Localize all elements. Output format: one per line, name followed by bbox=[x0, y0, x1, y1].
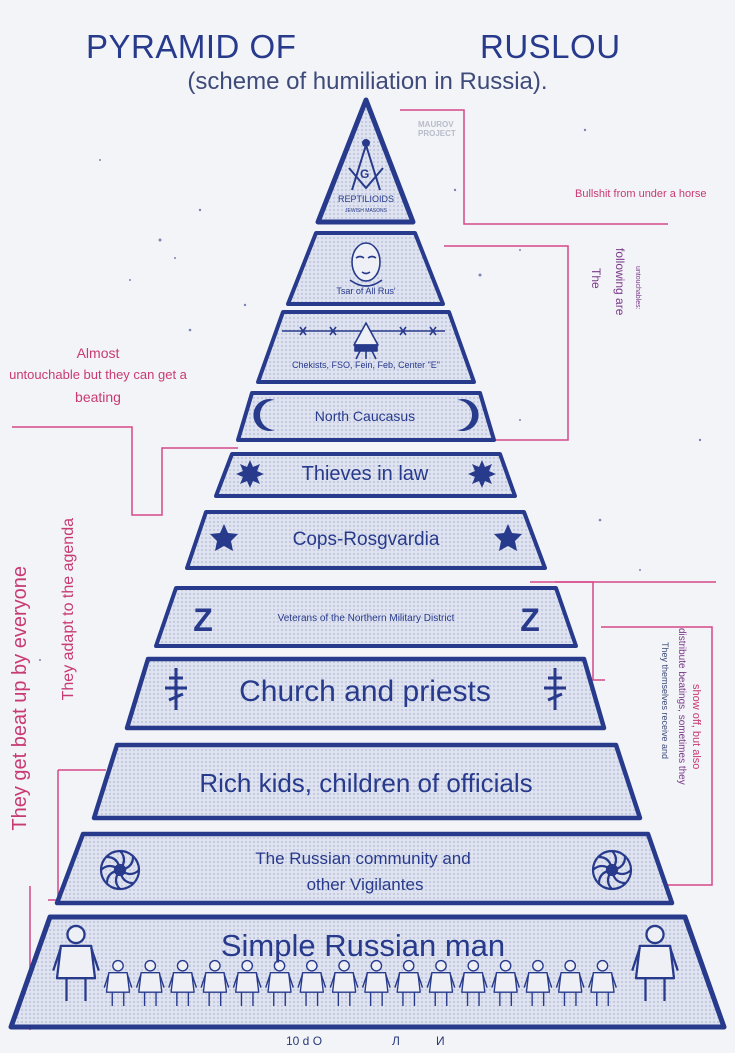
tier-community: The Russian community and other Vigilant… bbox=[54, 831, 675, 906]
peasant-figure-icon bbox=[631, 924, 679, 1001]
tier-cops: Cops-Rosgvardia bbox=[185, 510, 547, 570]
tier-simple-man: Simple Russian man bbox=[8, 914, 727, 1030]
police-star-icon bbox=[210, 524, 238, 551]
masonic-compass-icon: G bbox=[348, 139, 384, 191]
peasant-figure-icon bbox=[588, 959, 617, 1006]
tier-chekists: Chekists, FSO, Fein, Feb, Center "E" bbox=[256, 310, 476, 384]
peasant-figure-icon bbox=[394, 959, 424, 1006]
tier-north-caucasus: North Caucasus bbox=[236, 391, 496, 442]
peasant-figure-icon bbox=[52, 924, 100, 1001]
tier-label: Thieves in law bbox=[302, 463, 429, 485]
footer-item: Л bbox=[392, 1034, 400, 1048]
footer-item: 10 d O bbox=[286, 1034, 323, 1048]
tier-label: Tsar of All Rus' bbox=[336, 286, 396, 296]
poster-title: PYRAMID OF RUSLOU bbox=[0, 28, 735, 72]
peasant-figure-icon bbox=[523, 959, 553, 1006]
tier-reptiloids: G REPTILIOIDS JEWISH MASONS bbox=[315, 97, 416, 225]
peasant-figure-icon bbox=[232, 959, 262, 1006]
crescent-moon-icon bbox=[253, 399, 275, 431]
tier-label: Chekists, FSO, Fein, Feb, Center "E" bbox=[292, 360, 440, 370]
almost-line-2: untouchable but they can get a bbox=[9, 367, 187, 382]
tier-label: Church and priests bbox=[239, 675, 491, 708]
svg-text:G: G bbox=[360, 167, 369, 181]
tier-label: North Caucasus bbox=[315, 408, 415, 424]
tier-label: Veterans of the Northern Military Distri… bbox=[278, 613, 455, 624]
orthodox-cross-icon bbox=[544, 668, 566, 710]
annotation-adapt-agenda: They adapt to the agenda bbox=[60, 518, 77, 701]
annotation-receive: They themselves receive and bbox=[660, 642, 670, 760]
tier-label: REPTILIOIDS bbox=[338, 194, 394, 204]
tier-label: The Russian community and bbox=[255, 849, 470, 868]
peasant-figure-icon bbox=[200, 959, 230, 1006]
tier-label-line2: other Vigilantes bbox=[307, 875, 424, 894]
tier-sublabel: JEWISH MASONS bbox=[345, 208, 388, 214]
peasant-figure-icon bbox=[135, 959, 165, 1006]
almost-line-3: beating bbox=[75, 389, 121, 405]
z-letter-icon: Z bbox=[520, 602, 540, 638]
annotation-beat-up: They get beat up by everyone bbox=[9, 566, 31, 831]
watchtower-barbed-wire-icon bbox=[282, 322, 445, 360]
annotation-bullshit: Bullshit from under a horse bbox=[575, 188, 707, 200]
pyramid-tiers: G REPTILIOIDS JEWISH MASONS Tsar of All … bbox=[8, 97, 727, 1030]
tsar-portrait-icon bbox=[349, 242, 383, 287]
kolovrat-icon bbox=[99, 849, 141, 891]
peasant-figure-icon bbox=[103, 959, 133, 1006]
annotation-show-off: show off, but also bbox=[690, 684, 702, 770]
annotation-untouchable-the: The bbox=[589, 268, 603, 289]
tier-label: Rich kids, children of officials bbox=[199, 768, 532, 798]
peasant-figure-icon bbox=[555, 959, 585, 1006]
tier-church: Church and priests bbox=[124, 656, 607, 731]
peasant-figure-icon bbox=[265, 959, 294, 1006]
peasant-figure-icon bbox=[426, 959, 456, 1006]
title-left: PYRAMID OF bbox=[86, 28, 297, 65]
poster-subtitle: (scheme of humiliation in Russia). bbox=[187, 68, 548, 95]
tier-rich-kids: Rich kids, children of officials bbox=[91, 742, 643, 821]
annotation-distribute: distribute beatings, sometimes they bbox=[676, 628, 687, 785]
tier-thieves: Thieves in law bbox=[214, 452, 517, 498]
orthodox-cross-icon bbox=[165, 668, 187, 710]
watermark-line-2: PROJECT bbox=[418, 129, 456, 138]
tier-label: Cops-Rosgvardia bbox=[293, 529, 440, 550]
crescent-moon-icon bbox=[457, 399, 479, 431]
annotation-untouchable-following: following are bbox=[613, 248, 627, 316]
police-star-icon bbox=[494, 524, 522, 551]
title-right: RUSLOU bbox=[480, 28, 621, 65]
eight-pointed-star-icon bbox=[468, 460, 496, 488]
bracket-lines bbox=[12, 109, 716, 1030]
tier-veterans: Z Z Veterans of the Northern Military Di… bbox=[154, 586, 578, 648]
tier-tsar: Tsar of All Rus' bbox=[286, 231, 445, 306]
peasant-figure-icon bbox=[168, 959, 198, 1006]
watermark-line-1: MAUROV bbox=[418, 120, 454, 129]
kolovrat-icon bbox=[591, 849, 633, 891]
peasant-figure-icon bbox=[297, 959, 327, 1006]
peasant-crowd bbox=[52, 924, 679, 1006]
peasant-figure-icon bbox=[458, 959, 488, 1006]
annotation-almost-untouchable: Almost untouchable but they can get a be… bbox=[0, 342, 196, 408]
tier-label: Simple Russian man bbox=[221, 928, 505, 963]
peasant-figure-icon bbox=[329, 959, 359, 1006]
peasant-figure-icon bbox=[491, 959, 521, 1006]
footer-item: И bbox=[436, 1034, 445, 1048]
annotation-untouchable-small: untouchables: bbox=[634, 266, 641, 310]
peasant-figure-icon bbox=[361, 959, 391, 1006]
almost-line-1: Almost bbox=[76, 345, 120, 361]
z-letter-icon: Z bbox=[193, 602, 213, 638]
eight-pointed-star-icon bbox=[236, 460, 264, 488]
